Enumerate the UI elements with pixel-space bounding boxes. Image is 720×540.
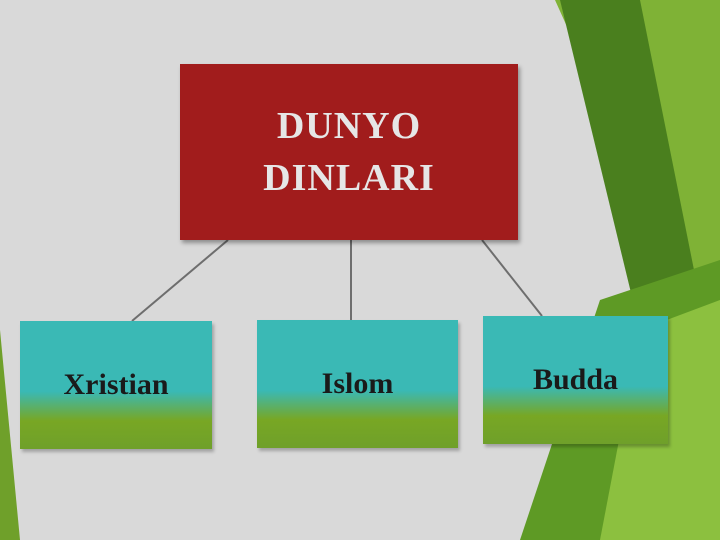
child-node-label: Xristian (63, 368, 169, 401)
child-node-islom: Islom (257, 320, 458, 448)
deco-green-left-sliver (0, 330, 20, 540)
child-node-xristian: Xristian (20, 321, 212, 449)
connector-root-xristian (131, 239, 229, 322)
child-node-budda: Budda (483, 316, 668, 444)
child-node-label: Budda (532, 363, 619, 396)
child-node-label: Islom (321, 367, 394, 400)
connector-root-budda (481, 239, 543, 317)
root-node: DUNYO DINLARI (180, 64, 518, 240)
deco-green-shape-dark (560, 0, 700, 330)
root-node-label: DUNYO DINLARI (263, 105, 435, 199)
